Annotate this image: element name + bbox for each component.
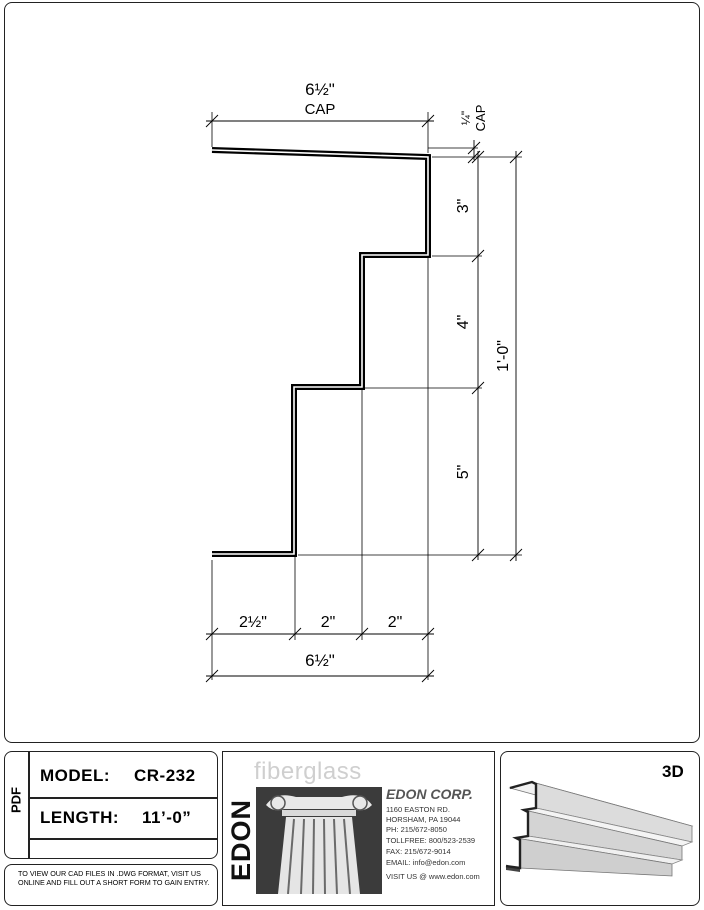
crown-profile [211, 147, 431, 557]
dim-cap-lip-label: CAP [473, 105, 488, 132]
model-row: MODEL: CR-232 [40, 766, 195, 786]
dim-bottom-1: 2" [321, 614, 336, 631]
dim-right-2: 5" [455, 465, 472, 480]
company-phone: PH: 215/672-8050 [386, 825, 447, 834]
company-address-2: HORSHAM, PA 19044 [386, 815, 461, 824]
company-fax: FAX: 215/672-9014 [386, 847, 451, 856]
model-value: CR-232 [134, 766, 196, 785]
company-address-1: 1160 EASTON RD. [386, 805, 450, 814]
three-d-preview-image [505, 780, 694, 877]
company-name: EDON CORP. [386, 786, 473, 802]
dim-bottom-total: 6½" [305, 651, 335, 670]
title-block [4, 751, 218, 859]
dim-cap-lip: ¼" [459, 111, 473, 125]
svg-text:EDON: EDON [226, 799, 254, 881]
length-value: 11’-0” [142, 808, 192, 827]
company-block [222, 751, 495, 906]
length-label: LENGTH: [40, 808, 120, 827]
company-tollfree: TOLLFREE: 800/523-2539 [386, 836, 476, 845]
divider [28, 751, 30, 859]
divider [28, 838, 218, 840]
dim-bottom-0: 2½" [239, 614, 267, 631]
dim-bottom-2: 2" [388, 614, 403, 631]
edon-logo: EDON [226, 799, 254, 881]
fiberglass-tagline: fiberglass [254, 758, 362, 785]
cad-note-box [4, 864, 218, 906]
dim-right-0: 3" [455, 199, 472, 214]
drawing-frame [4, 2, 700, 743]
divider [28, 797, 218, 799]
column-capital-image [256, 787, 382, 894]
extension-lines [211, 112, 522, 680]
three-d-preview-box [500, 751, 700, 906]
three-d-label: 3D [662, 762, 684, 781]
model-label: MODEL: [40, 766, 111, 785]
company-website[interactable]: VISIT US @ www.edon.com [386, 872, 480, 881]
dim-cap-width: 6½" [305, 80, 335, 99]
dim-overall-height: 1'-0" [495, 340, 512, 372]
pdf-label[interactable]: PDF [8, 787, 24, 813]
length-row: LENGTH: 11’-0” [40, 808, 191, 828]
dimension-lines [205, 114, 523, 683]
dim-cap-label: CAP [305, 101, 336, 118]
cad-note: TO VIEW OUR CAD FILES IN .DWG FORMAT, VI… [18, 869, 210, 887]
profile-drawing: 6½" CAP ¼" CAP 3" 4" 5" 1'-0" 2½" 2" 2" … [205, 80, 523, 683]
company-email[interactable]: EMAIL: info@edon.com [386, 858, 466, 867]
dim-right-1: 4" [455, 315, 472, 330]
